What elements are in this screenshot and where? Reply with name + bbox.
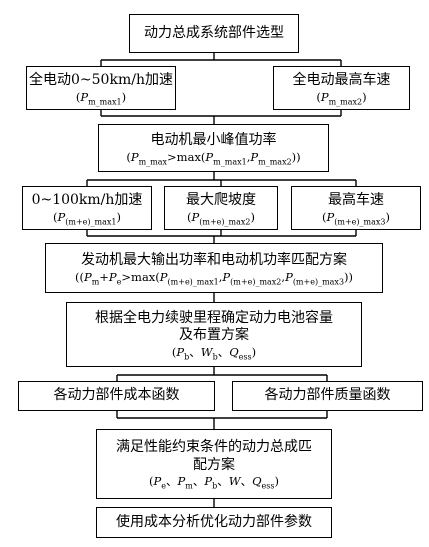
node-label: 全电动0~50km/h加速 — [29, 72, 173, 89]
node-label: 各动力部件质量函数 — [264, 387, 391, 404]
node-cost-optimization: 使用成本分析优化动力部件参数 — [96, 507, 332, 538]
node-formula: (P(m+e)_max2) — [187, 209, 255, 226]
node-label-line1: 满足性能约束条件的动力总成匹 — [116, 439, 312, 456]
node-label: 发动机最大输出功率和电动机功率匹配方案 — [81, 252, 347, 269]
node-formula: (P(m+e)_max3) — [322, 209, 390, 226]
node-label: 各动力部件成本函数 — [53, 387, 180, 404]
node-label: 使用成本分析优化动力部件参数 — [116, 513, 312, 530]
node-label: 最高车速 — [328, 192, 384, 209]
node-electric-accel: 全电动0~50km/h加速 (Pm_max1) — [26, 66, 176, 110]
node-formula: (Pm_max1) — [75, 89, 127, 106]
node-motor-min-peak-power: 电动机最小峰值功率 (Pm_max>max(Pm_max1,Pm_max2)) — [98, 124, 329, 172]
node-accel-0-100: 0~100km/h加速 (P(m+e)_max1) — [22, 186, 152, 230]
node-formula: (Pe、Pm、Pb、W、Qess) — [149, 474, 279, 491]
node-formula: (Pm_max>max(Pm_max1,Pm_max2)) — [126, 149, 301, 166]
node-mass-function: 各动力部件质量函数 — [232, 381, 423, 411]
node-cost-function: 各动力部件成本函数 — [18, 381, 215, 411]
node-component-selection: 动力总成系统部件选型 — [129, 14, 299, 53]
node-label: 动力总成系统部件选型 — [144, 24, 284, 41]
node-label: 电动机最小峰值功率 — [150, 132, 277, 149]
node-formula: (Pm_max2) — [316, 89, 367, 106]
node-electric-top-speed: 全电动最高车速 (Pm_max2) — [273, 66, 410, 110]
node-label: 全电动最高车速 — [292, 72, 391, 89]
node-label-line2: 配方案 — [193, 456, 235, 473]
node-label-line1: 根据全电力续驶里程确定动力电池容量 — [95, 309, 333, 326]
node-battery-capacity: 根据全电力续驶里程确定动力电池容量 及布置方案 (Pb、Wb、Qess) — [66, 302, 362, 367]
node-label-line2: 及布置方案 — [179, 327, 249, 344]
node-engine-motor-matching: 发动机最大输出功率和电动机功率匹配方案 ((Pm+Pe>max(P(m+e)_m… — [45, 243, 383, 293]
node-max-gradeability: 最大爬坡度 (P(m+e)_max2) — [164, 186, 278, 230]
node-label: 0~100km/h加速 — [31, 192, 143, 209]
node-formula: (P(m+e)_max1) — [53, 209, 121, 226]
node-label: 最大爬坡度 — [186, 192, 256, 209]
node-top-speed: 最高车速 (P(m+e)_max3) — [291, 186, 421, 230]
node-formula: ((Pm+Pe>max(P(m+e)_max1,P(m+e)_max2,P(m+… — [74, 269, 354, 286]
node-powertrain-matching: 满足性能约束条件的动力总成匹 配方案 (Pe、Pm、Pb、W、Qess) — [96, 429, 332, 499]
node-formula: (Pb、Wb、Qess) — [171, 344, 257, 362]
